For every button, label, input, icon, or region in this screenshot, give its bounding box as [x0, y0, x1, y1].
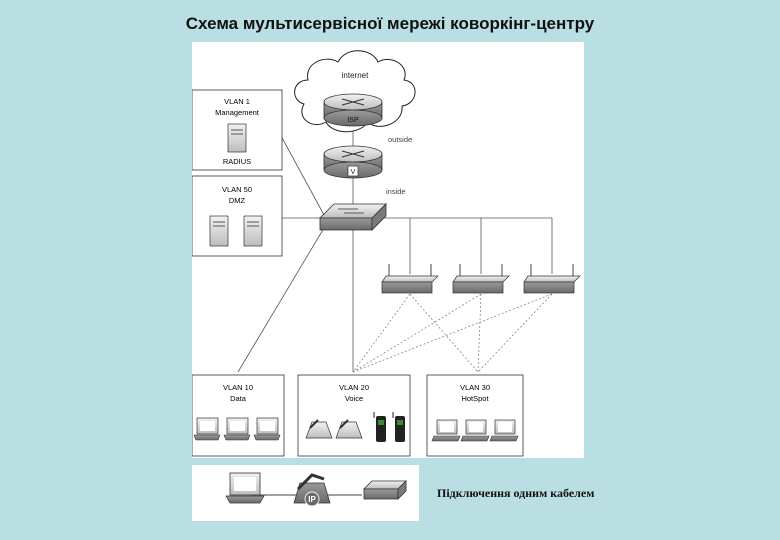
access-point-1-icon	[381, 264, 439, 294]
laptop-icon	[431, 419, 461, 442]
vlan1-subtitle: Management	[215, 108, 260, 117]
vlan10-box: VLAN 10 Data	[191, 374, 285, 457]
vlan1-title: VLAN 1	[224, 97, 250, 106]
pc-icon	[193, 417, 221, 441]
vlan10-subtitle: Data	[230, 394, 247, 403]
vlan20-title: VLAN 20	[339, 383, 369, 392]
phone-ip-label: IP	[308, 495, 316, 504]
vlan10-title: VLAN 10	[223, 383, 253, 392]
access-point-3-icon	[523, 264, 581, 294]
switch-icon	[363, 480, 407, 500]
links	[237, 128, 553, 373]
vlan50-subtitle: DMZ	[229, 196, 246, 205]
single-cable-legend: IP	[192, 465, 419, 521]
vlan30-subtitle: HotSpot	[461, 394, 489, 403]
server-icon	[209, 215, 229, 247]
access-point-2-icon	[452, 264, 510, 294]
inside-label: inside	[386, 187, 406, 196]
router-label: V	[351, 169, 356, 176]
laptop-icon	[489, 419, 519, 442]
vlan50-box: VLAN 50 DMZ	[191, 175, 283, 257]
vlan50-title: VLAN 50	[222, 185, 252, 194]
outside-label: outside	[388, 135, 412, 144]
vlan30-box: VLAN 30 HotSpot	[426, 374, 524, 457]
mobile-phone-icon	[373, 412, 386, 442]
isp-router-icon: ISP	[323, 93, 383, 127]
ip-phone-icon	[305, 419, 333, 439]
ip-phone-icon: IP	[293, 473, 331, 507]
edge-router-icon: V	[323, 145, 383, 179]
mobile-phone-icon	[392, 412, 405, 442]
pc-icon	[223, 417, 251, 441]
laptop-icon	[460, 419, 490, 442]
ip-phone-icon	[335, 419, 363, 439]
core-switch-icon	[319, 203, 387, 231]
vlan20-box: VLAN 20 Voice	[297, 374, 411, 457]
pc-icon	[225, 472, 265, 504]
page-title: Схема мультисервісної мережі коворкінг-ц…	[185, 14, 595, 33]
legend-caption: Підключення одним кабелем	[437, 486, 595, 500]
network-diagram: internet ISP outside V inside	[191, 42, 584, 458]
isp-label: ISP	[347, 117, 359, 124]
vlan1-box: VLAN 1 Management RADIUS	[191, 89, 283, 171]
vlan20-subtitle: Voice	[345, 394, 363, 403]
wireless-links	[352, 293, 553, 373]
vlan30-title: VLAN 30	[460, 383, 490, 392]
radius-label: RADIUS	[223, 157, 251, 166]
pc-icon	[253, 417, 281, 441]
cloud-label: internet	[342, 71, 369, 80]
server-icon	[227, 123, 247, 153]
server-icon	[243, 215, 263, 247]
